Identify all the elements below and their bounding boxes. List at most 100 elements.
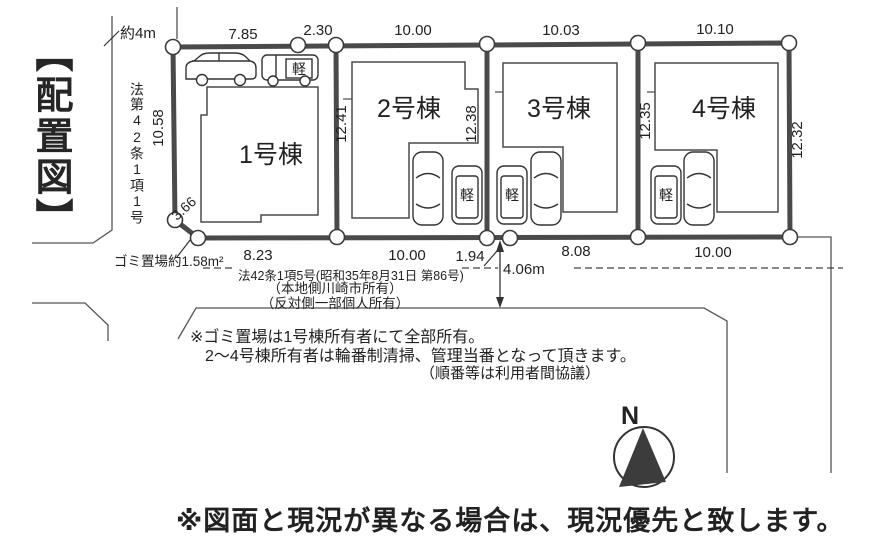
- house-2-outline: [351, 61, 479, 219]
- corner-marker: [327, 36, 345, 54]
- lot-4-name: 4号棟: [692, 95, 756, 123]
- corner-marker: [164, 38, 182, 56]
- kei-body: [650, 165, 682, 225]
- lot-3: 軽 3号棟: [495, 62, 618, 226]
- footer-disclaimer: ※図面と現況が異なる場合は、現況優先と致します。: [176, 505, 845, 536]
- side-dimensions: 10.58 12.41 12.38 12.35 12.32 3.66: [150, 102, 806, 223]
- kei-inner: [500, 175, 524, 219]
- note-line-1: ※ゴミ置場は1号棟所有者にて全部所有。: [190, 327, 484, 346]
- top-dimensions: 7.85 2.30 10.00 10.03 10.10: [228, 21, 733, 43]
- car-sedan-top: [412, 151, 444, 226]
- bottom-road-law: 法42条1項5号(昭和35年8月31日 第86号): [238, 269, 464, 283]
- lot-4: 軽 4号棟: [647, 62, 779, 226]
- dim-boundary-1: 12.41: [333, 105, 350, 143]
- lot-divider-1-2: [333, 44, 340, 238]
- note-line-2: 2〜4号棟所有者は輪番制清掃、管理当番となって頂きます。: [205, 347, 636, 365]
- house-4-outline: [654, 62, 779, 213]
- tick-4m: [103, 30, 120, 47]
- lot-1-name: 1号棟: [239, 141, 303, 169]
- lot-2-name: 2号棟: [377, 95, 441, 123]
- bottom-dimensions: 8.23 10.00 1.94 8.08 10.00: [243, 243, 731, 265]
- page-title: 【配置図】: [29, 34, 71, 239]
- sedan-rear-window: [533, 203, 559, 209]
- kei-label-4: 軽: [659, 187, 673, 203]
- sedan-windshield: [415, 172, 441, 179]
- dim-top-3: 10.00: [394, 22, 432, 39]
- sedan-rear-window: [415, 203, 441, 209]
- left-road-west-edge: [32, 16, 113, 244]
- sedan-wheel-front: [195, 73, 209, 87]
- compass-needle: [619, 428, 666, 487]
- car-kei-side: [261, 54, 319, 87]
- kei-label-3: 軽: [505, 187, 519, 203]
- sedan-wheel-rear: [233, 73, 247, 87]
- compass: N: [613, 402, 675, 488]
- kei-wheel-front: [267, 75, 279, 87]
- car-sedan-top: [683, 151, 715, 226]
- road-lines: [32, 7, 832, 473]
- dim-left-front: 10.58: [150, 109, 167, 147]
- lot-2: 軽 2号棟: [343, 61, 483, 226]
- south-road-south-edge: [177, 307, 728, 473]
- compass-circle: [613, 426, 675, 488]
- house-1-outline: [200, 86, 319, 223]
- car-kei-top: [451, 165, 483, 225]
- corner-marker: [629, 34, 647, 52]
- left-road-width: 約4m: [120, 25, 156, 42]
- kei-inner: [455, 175, 479, 219]
- car-sedan-side: [185, 52, 257, 87]
- bottom-road-owner-2: （反対側一部個人所有）: [261, 296, 410, 311]
- dim-top-5: 10.10: [696, 21, 734, 38]
- corner-marker: [629, 228, 647, 246]
- lot-3-name: 3号棟: [527, 95, 591, 123]
- kei-body: [496, 165, 528, 225]
- dim-top-4: 10.03: [542, 22, 580, 39]
- dim-bottom-5: 10.00: [694, 244, 732, 261]
- corner-marker: [781, 228, 799, 246]
- kei-label-2: 軽: [460, 187, 474, 203]
- kei-label-1: 軽: [292, 61, 306, 77]
- sedan-body: [683, 151, 715, 226]
- left-road-law-label: 法第42条1項1号: [129, 82, 145, 225]
- road-width-arrow: [496, 240, 504, 308]
- sedan-body: [530, 151, 562, 226]
- corner-markers: [164, 34, 799, 247]
- dim-boundary-4: 12.32: [789, 121, 806, 159]
- corner-marker: [289, 36, 307, 54]
- kei-inner: [654, 175, 678, 219]
- dim-top-1: 7.85: [228, 26, 257, 43]
- arrow-head-up: [496, 240, 504, 252]
- kei-body: [451, 165, 483, 225]
- car-sedan-top: [530, 151, 562, 226]
- dim-bottom-3: 1.94: [455, 248, 484, 265]
- dim-bottom-4: 8.08: [561, 243, 590, 260]
- bottom-road-owner-1: （本地側川崎市所有）: [268, 280, 403, 296]
- lot-1: 軽 1号棟: [185, 52, 319, 223]
- corner-marker: [501, 229, 519, 247]
- sedan-body: [185, 52, 257, 80]
- house-3-outline: [502, 62, 618, 213]
- corner-marker: [166, 211, 184, 229]
- southwest-road-edge: [32, 302, 109, 341]
- dim-bottom-1: 8.23: [243, 247, 272, 264]
- corner-marker: [328, 228, 346, 246]
- arrow-head-down: [496, 297, 504, 308]
- east-margin-line: [797, 236, 832, 473]
- car-kei-top: [650, 165, 682, 225]
- corner-marker: [478, 35, 496, 53]
- sedan-windshield: [533, 172, 559, 179]
- corner-marker: [189, 229, 207, 247]
- sedan-windshield: [686, 172, 712, 179]
- corner-marker: [478, 229, 496, 247]
- garbage-area-label: ゴミ置場約1.58m²: [114, 253, 224, 269]
- tick-1-94: [483, 250, 498, 267]
- bottom-road-width: 4.06m: [503, 261, 545, 278]
- dim-boundary-2: 12.38: [463, 105, 480, 143]
- dim-boundary-3: 12.35: [637, 102, 654, 140]
- note-line-3: （順番等は利用者間協議）: [420, 364, 600, 382]
- sedan-body: [412, 151, 444, 226]
- road-annotations: 約4m ゴミ置場約1.58m² 法42条1項5号(昭和35年8月31日 第86号…: [114, 25, 545, 311]
- dim-top-2: 2.30: [303, 22, 332, 39]
